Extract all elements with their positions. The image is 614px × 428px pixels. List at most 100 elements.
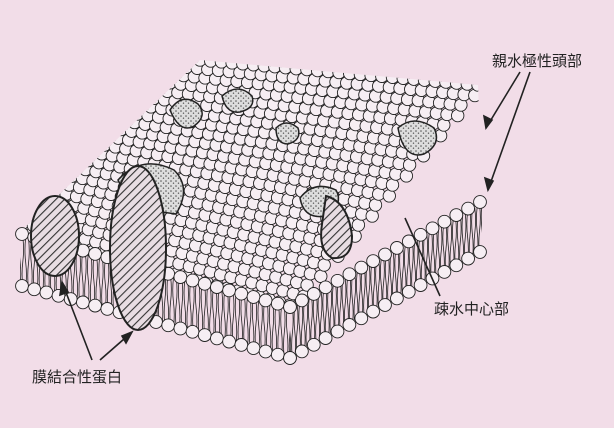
lipid-head: [450, 209, 463, 222]
lipid-tail: [328, 288, 330, 338]
lipid-head: [247, 342, 260, 355]
lipid-head: [28, 283, 41, 296]
lipid-head: [279, 61, 291, 73]
lipid-head: [400, 170, 412, 182]
lipid-head: [40, 286, 53, 299]
lipid-head: [226, 57, 238, 69]
lipid-tail: [178, 279, 180, 329]
lipid-head: [89, 299, 102, 312]
lipid-tail: [284, 308, 286, 358]
lipid-head: [99, 139, 111, 151]
lipid-head: [462, 202, 475, 215]
label-hydrophobic-core: 疎水中心部: [434, 300, 509, 318]
lipid-head: [474, 196, 487, 209]
lipid-tail: [235, 294, 237, 344]
lipid-head: [331, 274, 344, 287]
lipid-head: [383, 190, 395, 202]
lipid-head: [301, 63, 313, 75]
lipid-head: [343, 319, 356, 332]
lipid-head: [322, 65, 334, 77]
lipid-head: [307, 338, 320, 351]
lipid-tail: [448, 222, 450, 272]
lipid-head: [344, 67, 356, 79]
lipid-tail: [364, 268, 366, 318]
lipid-head: [438, 266, 451, 279]
lipid-head: [134, 99, 146, 111]
lipid-head: [429, 75, 441, 87]
lipid-head: [296, 294, 309, 307]
lipid-tail: [376, 262, 378, 312]
arrowhead: [60, 282, 68, 295]
lipid-head: [186, 274, 199, 287]
lipid-tail: [292, 308, 294, 358]
membrane-protein-right: [321, 196, 352, 258]
lipid-head: [331, 325, 344, 338]
lipid-tail: [99, 258, 101, 308]
lipid-head: [462, 252, 475, 265]
lipid-head: [174, 322, 187, 335]
lipid-head: [355, 261, 368, 274]
lipid-tail: [173, 278, 175, 328]
lipid-head: [150, 84, 162, 96]
lipid-head: [414, 279, 427, 292]
lipid-head: [20, 208, 32, 220]
lipid-tail: [224, 291, 226, 341]
lipid-head: [379, 299, 392, 312]
membrane-protein-large: [110, 166, 166, 330]
lipid-head: [391, 242, 404, 255]
lipid-tail: [213, 288, 215, 338]
lipid-head: [318, 259, 330, 271]
lipid-head: [440, 76, 452, 88]
lipid-head: [259, 294, 272, 307]
lipid-head: [148, 92, 160, 104]
membrane-protein-small: [31, 196, 79, 276]
lipid-tail: [93, 256, 95, 306]
lipid-head: [402, 285, 415, 298]
lipid-head: [474, 246, 487, 259]
lipid-head: [376, 70, 388, 82]
lipid-tail: [82, 253, 84, 303]
arrowhead: [122, 332, 132, 343]
lipid-head: [354, 68, 366, 80]
lipid-head: [367, 255, 380, 268]
lipid-tail: [87, 254, 89, 304]
lipid-tail: [272, 304, 274, 354]
lipid-tail: [352, 275, 354, 325]
lipid-head: [290, 62, 302, 74]
lipid-head: [307, 288, 320, 301]
lipid-head: [237, 58, 249, 70]
lipid-head: [461, 78, 473, 90]
lipid-head: [355, 312, 368, 325]
arrow-protein-label-1: [62, 282, 92, 360]
lipid-tail: [249, 298, 251, 348]
lipid-head: [369, 199, 381, 211]
lipid-head: [235, 287, 248, 300]
label-hydrophilic-head: 親水極性頭部: [492, 52, 582, 70]
lipid-head: [235, 339, 248, 352]
lipid-head: [205, 55, 217, 67]
lipid-tail: [388, 255, 390, 305]
lipid-head: [418, 74, 430, 86]
lipid-head: [101, 130, 113, 142]
lipid-head: [174, 271, 187, 284]
lipid-head: [379, 248, 392, 261]
lipid-head: [343, 268, 356, 281]
lipid-head: [223, 284, 236, 297]
lipid-tail: [215, 289, 217, 339]
lipid-tail: [304, 301, 306, 351]
lipid-head: [366, 210, 378, 222]
lipid-head: [3, 223, 15, 235]
lipid-head: [319, 332, 332, 345]
lipid-head: [269, 60, 281, 72]
lipid-head: [101, 303, 114, 316]
lipid-tail: [210, 288, 212, 338]
lipid-tail: [190, 282, 192, 332]
lipid-tail: [76, 251, 78, 301]
lipid-head: [258, 60, 270, 72]
lipid-head: [319, 281, 332, 294]
lipid-tail: [19, 236, 21, 286]
lipid-head: [414, 228, 427, 241]
lipid-head: [198, 329, 211, 342]
